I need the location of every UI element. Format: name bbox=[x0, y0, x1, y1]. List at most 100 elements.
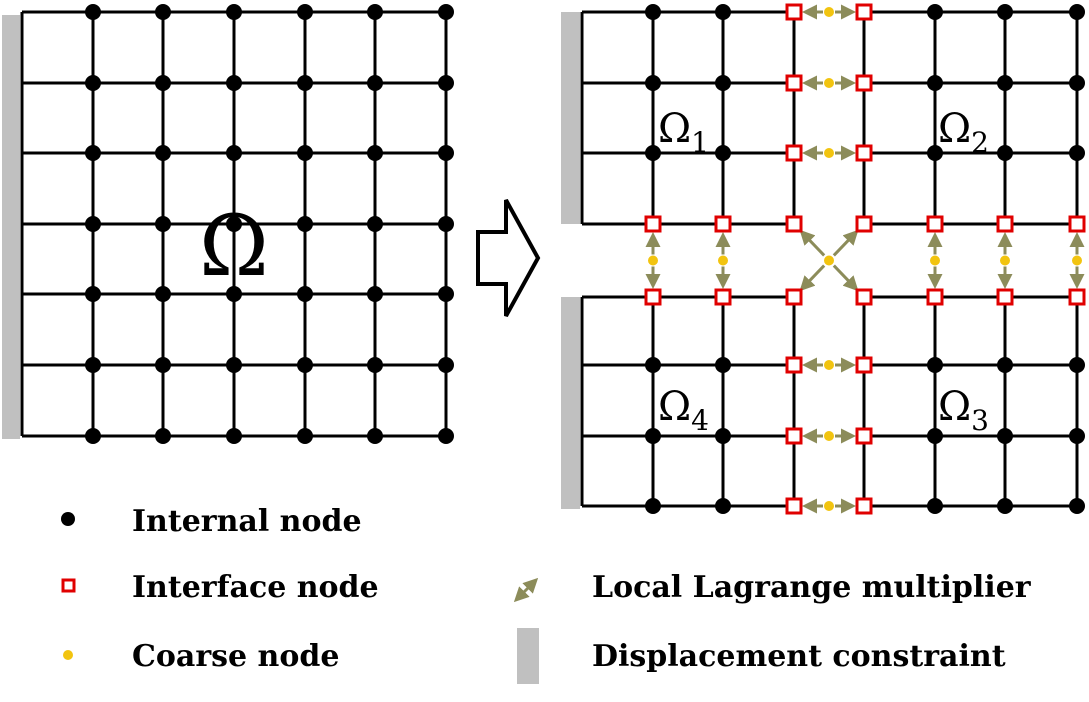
legend-coarse-node-label: Coarse node bbox=[132, 639, 339, 674]
interface-node bbox=[855, 356, 873, 374]
internal-node bbox=[927, 145, 943, 161]
internal-node bbox=[155, 4, 171, 20]
interface-node bbox=[855, 288, 873, 306]
coarse-node bbox=[1072, 255, 1082, 266]
right-mesh-grid bbox=[580, 10, 1079, 508]
domain-omega-label: Ω bbox=[199, 197, 269, 295]
internal-node bbox=[226, 145, 242, 161]
subdomain-omega4-label: Ω4 bbox=[658, 384, 709, 437]
interface-node bbox=[785, 497, 803, 515]
displacement-constraint-legend-icon bbox=[517, 628, 539, 684]
internal-node bbox=[297, 4, 313, 20]
internal-node bbox=[297, 428, 313, 444]
internal-node bbox=[367, 428, 383, 444]
internal-node bbox=[155, 216, 171, 232]
internal-node bbox=[438, 4, 454, 20]
internal-node bbox=[927, 4, 943, 20]
internal-node bbox=[997, 428, 1013, 444]
internal-node bbox=[297, 216, 313, 232]
interface-node bbox=[785, 356, 803, 374]
interface-node bbox=[785, 288, 803, 306]
coarse-node bbox=[824, 148, 834, 158]
internal-node bbox=[645, 4, 661, 20]
internal-node bbox=[85, 216, 101, 232]
internal-node bbox=[85, 428, 101, 444]
internal-node bbox=[715, 4, 731, 20]
interface-node bbox=[644, 215, 662, 233]
internal-node bbox=[1069, 498, 1085, 514]
internal-node bbox=[226, 75, 242, 91]
right-internal-nodes bbox=[645, 4, 1085, 514]
subdomain-omega1-label: Ω1 bbox=[658, 106, 709, 159]
internal-node bbox=[155, 145, 171, 161]
legend: Internal node Interface node Coarse node… bbox=[61, 504, 1032, 684]
lagrange-multiplier-arrow bbox=[799, 264, 826, 292]
internal-node bbox=[85, 145, 101, 161]
internal-node bbox=[438, 75, 454, 91]
lagrange-multiplier-arrow bbox=[832, 264, 859, 292]
coarse-node bbox=[930, 255, 940, 266]
internal-node bbox=[367, 145, 383, 161]
interface-node bbox=[714, 288, 732, 306]
interface-node bbox=[926, 215, 944, 233]
interface-node bbox=[644, 288, 662, 306]
legend-internal-node-label: Internal node bbox=[132, 504, 362, 539]
internal-node bbox=[367, 286, 383, 302]
legend-interface-node-label: Interface node bbox=[132, 570, 379, 605]
subdomain-omega2-label: Ω2 bbox=[938, 106, 989, 159]
internal-node bbox=[367, 4, 383, 20]
interface-node bbox=[1068, 215, 1086, 233]
coarse-node bbox=[824, 431, 834, 441]
internal-node bbox=[997, 498, 1013, 514]
coarse-node bbox=[824, 255, 834, 266]
interface-node bbox=[714, 215, 732, 233]
interface-node bbox=[785, 215, 803, 233]
coarse-nodes bbox=[648, 7, 1082, 511]
internal-node bbox=[927, 75, 943, 91]
coarse-node bbox=[648, 255, 658, 266]
internal-node bbox=[297, 357, 313, 373]
original-domain: Ω bbox=[2, 4, 454, 444]
internal-node bbox=[1069, 428, 1085, 444]
coarse-node bbox=[824, 7, 834, 17]
interface-node bbox=[996, 215, 1014, 233]
internal-node bbox=[1069, 357, 1085, 373]
lagrange-multiplier-legend-icon bbox=[513, 577, 539, 603]
interface-node bbox=[785, 74, 803, 92]
lagrange-multiplier-arrow bbox=[832, 229, 859, 257]
internal-node bbox=[997, 4, 1013, 20]
displacement-constraint-bar-bottom bbox=[561, 297, 580, 509]
internal-node bbox=[645, 428, 661, 444]
internal-node bbox=[155, 286, 171, 302]
interface-node bbox=[785, 427, 803, 445]
internal-node bbox=[715, 145, 731, 161]
internal-node bbox=[645, 357, 661, 373]
internal-node bbox=[645, 145, 661, 161]
decomposed-domain: Ω1 Ω2 Ω4 Ω3 bbox=[561, 3, 1086, 515]
internal-node bbox=[438, 428, 454, 444]
internal-node bbox=[997, 75, 1013, 91]
lagrange-multiplier-arrow bbox=[799, 229, 826, 257]
internal-node bbox=[297, 145, 313, 161]
internal-node bbox=[297, 75, 313, 91]
internal-node bbox=[715, 428, 731, 444]
legend-displacement-constraint-label: Displacement constraint bbox=[592, 639, 1006, 674]
interface-node bbox=[785, 144, 803, 162]
internal-node bbox=[438, 216, 454, 232]
interface-node bbox=[1068, 288, 1086, 306]
left-internal-nodes bbox=[85, 4, 454, 444]
internal-node bbox=[226, 286, 242, 302]
internal-node bbox=[715, 75, 731, 91]
internal-node bbox=[297, 286, 313, 302]
interface-node bbox=[855, 144, 873, 162]
internal-node bbox=[155, 428, 171, 444]
coarse-node bbox=[1000, 255, 1010, 266]
internal-node bbox=[85, 286, 101, 302]
coarse-node bbox=[718, 255, 728, 266]
coarse-node bbox=[824, 78, 834, 88]
coarse-node bbox=[824, 360, 834, 370]
interface-node bbox=[855, 215, 873, 233]
internal-node bbox=[997, 357, 1013, 373]
internal-node bbox=[226, 357, 242, 373]
